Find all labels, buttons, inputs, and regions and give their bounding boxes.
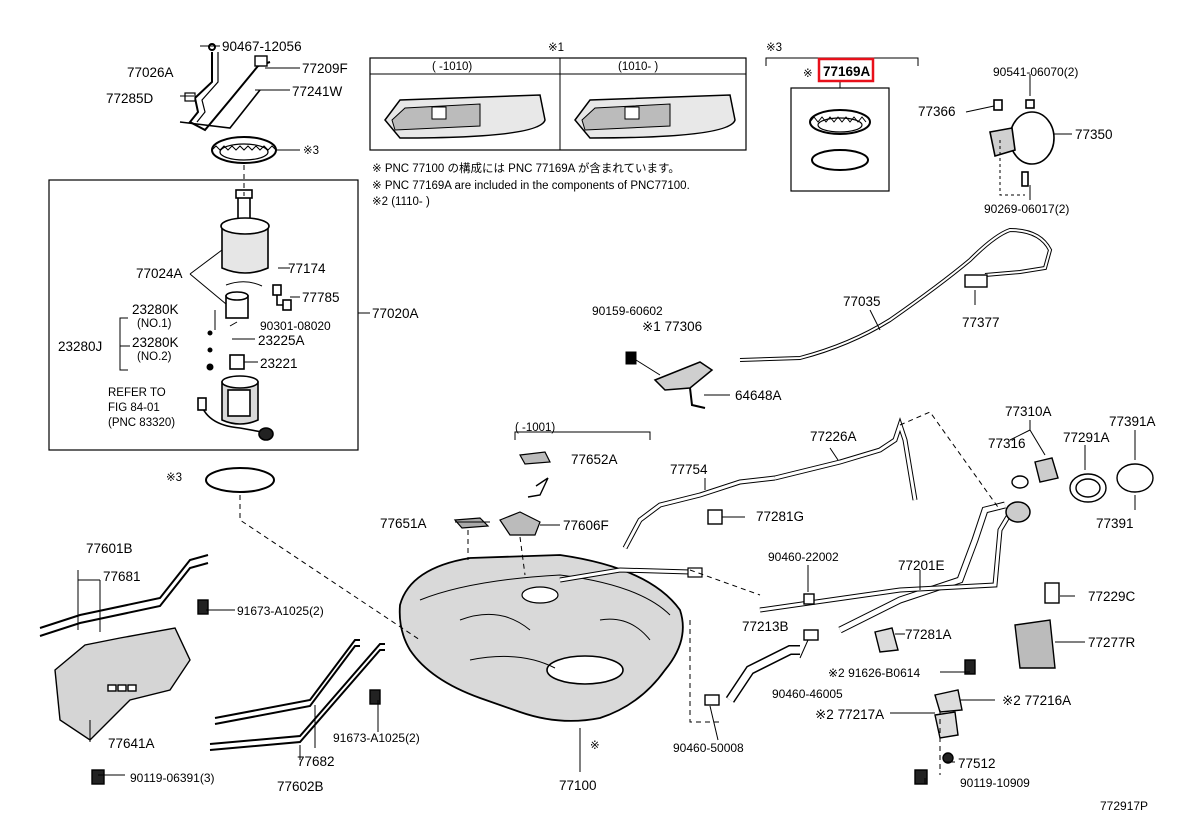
- fuel-tank: [398, 554, 703, 722]
- part-label-77350[interactable]: 77350: [1075, 127, 1113, 142]
- note-mark-3-box: ※3: [766, 42, 782, 54]
- ring-gasket-box: [765, 57, 919, 192]
- part-label-77602b[interactable]: 77602B: [277, 779, 324, 794]
- range-1001: ( -1001): [515, 422, 555, 434]
- tank-pads: [453, 431, 651, 536]
- tank-gasket: [205, 467, 275, 493]
- part-label-91673-1[interactable]: 91673-A1025(2): [237, 604, 324, 618]
- part-label-77216a[interactable]: ※2 77216A: [1002, 693, 1071, 708]
- part-label-77217a[interactable]: ※2 77217A: [815, 707, 884, 722]
- note-range-2: ※2 (1110- ): [372, 196, 430, 208]
- part-label-90460-50008[interactable]: 90460-50008: [673, 741, 744, 755]
- refer-line-1: REFER TO: [108, 387, 166, 399]
- part-label-90159[interactable]: 90159-60602: [592, 304, 663, 318]
- part-77169a-mark: ※: [803, 68, 813, 80]
- part-label-77652a[interactable]: 77652A: [571, 452, 618, 467]
- part-label-77169a[interactable]: 77169A: [823, 64, 871, 79]
- part-label-77754[interactable]: 77754: [670, 462, 708, 477]
- highlight-box: [817, 57, 875, 83]
- part-label-23221[interactable]: 23221: [260, 356, 298, 371]
- labels: 90467-12056 77026A 77209F 77285D 77241W …: [58, 39, 1156, 813]
- part-label-90119-10909[interactable]: 90119-10909: [960, 776, 1030, 790]
- part-label-77100[interactable]: 77100: [559, 778, 597, 793]
- part-label-77641a[interactable]: 77641A: [108, 736, 155, 751]
- part-label-77291a[interactable]: 77291A: [1063, 430, 1110, 445]
- part-label-90460-46005[interactable]: 90460-46005: [772, 687, 843, 701]
- fuel-door-parts: [965, 99, 1072, 196]
- part-label-90460-22002[interactable]: 90460-22002: [768, 550, 839, 564]
- leader-lines: [77, 45, 1136, 784]
- part-label-90301[interactable]: 90301-08020: [260, 319, 331, 333]
- filler-pipe: [704, 501, 1031, 706]
- note-mark-1: ※1: [548, 42, 564, 54]
- tank-straps: [39, 554, 385, 751]
- part-label-77391a[interactable]: 77391A: [1109, 414, 1156, 429]
- part-label-77681[interactable]: 77681: [103, 569, 141, 584]
- dashed-guides: [239, 165, 1001, 775]
- note-mark-77100: ※: [590, 740, 600, 752]
- part-label-77310a[interactable]: 77310A: [1005, 404, 1052, 419]
- part-label-77209f[interactable]: 77209F: [302, 61, 348, 76]
- part-label-77377[interactable]: 77377: [962, 315, 1000, 330]
- part-label-77601b[interactable]: 77601B: [86, 541, 133, 556]
- variant-box: [369, 57, 747, 151]
- part-label-91673-2[interactable]: 91673-A1025(2): [333, 731, 420, 745]
- refer-line-2: FIG 84-01: [108, 402, 160, 414]
- part-label-77174[interactable]: 77174: [288, 261, 326, 276]
- lock-ring-top: [211, 136, 277, 164]
- refer-line-3: (PNC 83320): [108, 417, 175, 429]
- misc-right-parts: [874, 457, 1154, 785]
- part-label-77035[interactable]: 77035: [843, 294, 881, 309]
- part-label-77020a[interactable]: 77020A: [372, 306, 419, 321]
- note-en: ※ PNC 77169A are included in the compone…: [372, 180, 690, 192]
- fuel-pump-body: [197, 189, 292, 441]
- part-label-77026a[interactable]: 77026A: [127, 65, 174, 80]
- part-label-77651a[interactable]: 77651A: [380, 516, 427, 531]
- variant-range-b: (1010- ): [618, 61, 658, 73]
- figure-code: 772917P: [1100, 799, 1148, 813]
- note-no1: (NO.1): [137, 318, 172, 330]
- part-label-77306[interactable]: ※1 77306: [642, 319, 702, 334]
- part-label-77512[interactable]: 77512: [958, 756, 996, 771]
- part-label-77277r[interactable]: 77277R: [1088, 635, 1136, 650]
- part-label-64648a[interactable]: 64648A: [735, 388, 782, 403]
- part-label-77241w[interactable]: 77241W: [292, 84, 343, 99]
- note-jp: ※ PNC 77100 の構成には PNC 77169A が含まれています。: [372, 161, 680, 175]
- fuel-pump-tube-assembly: [179, 43, 271, 132]
- part-label-77316[interactable]: 77316: [988, 436, 1026, 451]
- part-label-77682[interactable]: 77682: [297, 754, 335, 769]
- part-label-23225a[interactable]: 23225A: [258, 333, 305, 348]
- part-label-77281a[interactable]: 77281A: [905, 627, 952, 642]
- part-label-23280k-1[interactable]: 23280K: [132, 302, 179, 317]
- part-label-77024a[interactable]: 77024A: [136, 266, 183, 281]
- part-label-23280j[interactable]: 23280J: [58, 339, 102, 354]
- vent-hoses: [622, 417, 918, 550]
- part-label-77281g[interactable]: 77281G: [756, 509, 804, 524]
- variant-range-a: ( -1010): [432, 61, 472, 73]
- part-label-90269[interactable]: 90269-06017(2): [984, 202, 1069, 216]
- release-cable: [625, 227, 1053, 409]
- part-label-77213b[interactable]: 77213B: [742, 619, 789, 634]
- part-label-77366[interactable]: 77366: [918, 104, 956, 119]
- part-label-77229c[interactable]: 77229C: [1088, 589, 1136, 604]
- part-label-77785[interactable]: 77785: [302, 290, 340, 305]
- part-label-90467[interactable]: 90467-12056: [222, 39, 302, 54]
- note-mark-3-gasket: ※3: [166, 472, 182, 484]
- assembly-frame: [48, 179, 359, 451]
- note-no2: (NO.2): [137, 351, 172, 363]
- part-label-91626[interactable]: ※2 91626-B0614: [828, 666, 920, 680]
- part-label-77226a[interactable]: 77226A: [810, 429, 857, 444]
- part-label-23280k-2[interactable]: 23280K: [132, 335, 179, 350]
- part-label-77285d[interactable]: 77285D: [106, 91, 154, 106]
- fuel-tank-protector: [54, 599, 381, 785]
- note-mark-3-top-left: ※3: [303, 145, 319, 157]
- part-label-77606f[interactable]: 77606F: [563, 518, 609, 533]
- part-label-90119-06391[interactable]: 90119-06391(3): [130, 771, 215, 785]
- part-label-90541[interactable]: 90541-06070(2): [993, 65, 1078, 79]
- part-label-77201e[interactable]: 77201E: [898, 558, 945, 573]
- part-label-77391[interactable]: 77391: [1096, 516, 1134, 531]
